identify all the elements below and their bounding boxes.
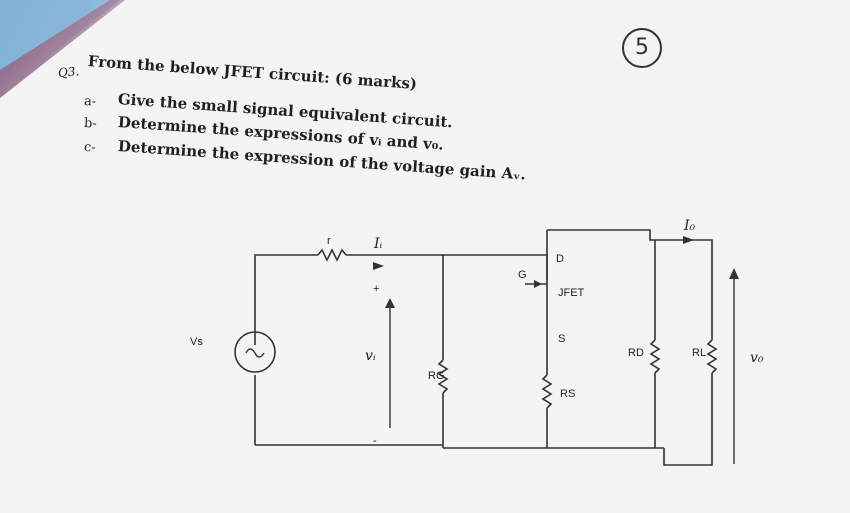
- label-r: r: [327, 235, 331, 247]
- label-source-pin: S: [558, 333, 565, 345]
- wire-rl-top: [655, 239, 713, 340]
- jfet-drain: [547, 229, 655, 241]
- source-circle: [234, 331, 276, 373]
- resistor-rd: [649, 339, 661, 374]
- label-gate: G: [518, 269, 527, 281]
- label-rl: RL: [692, 347, 706, 359]
- wire-rl-bottom: [663, 373, 713, 466]
- label-rs: RS: [560, 388, 575, 400]
- resistor-rl: [706, 339, 718, 374]
- label-rd: RD: [628, 347, 644, 359]
- ii-arrow: [373, 262, 384, 270]
- label-vo: v₀: [750, 350, 764, 366]
- label-vi: vᵢ: [365, 348, 376, 364]
- label-jfet: JFET: [558, 287, 585, 299]
- label-ii: Iᵢ: [373, 236, 383, 252]
- label-drain: D: [556, 253, 564, 265]
- source-sine: [245, 348, 265, 358]
- vi-arrow: [385, 298, 395, 308]
- wire-top-left: [254, 254, 318, 345]
- marks-circle: 5: [622, 28, 662, 68]
- resistor-rs: [541, 374, 553, 409]
- resistor-rg: [437, 359, 449, 394]
- label-rg: RG: [428, 370, 445, 382]
- vo-arrow: [729, 268, 739, 279]
- label-vs: Vs: [190, 336, 203, 348]
- io-arrow: [683, 236, 694, 244]
- label-io: I₀: [683, 218, 696, 234]
- label-plus: +: [373, 283, 379, 295]
- label-minus: -: [373, 435, 377, 447]
- resistor-r: [317, 248, 347, 262]
- gate-arrow: [534, 280, 542, 288]
